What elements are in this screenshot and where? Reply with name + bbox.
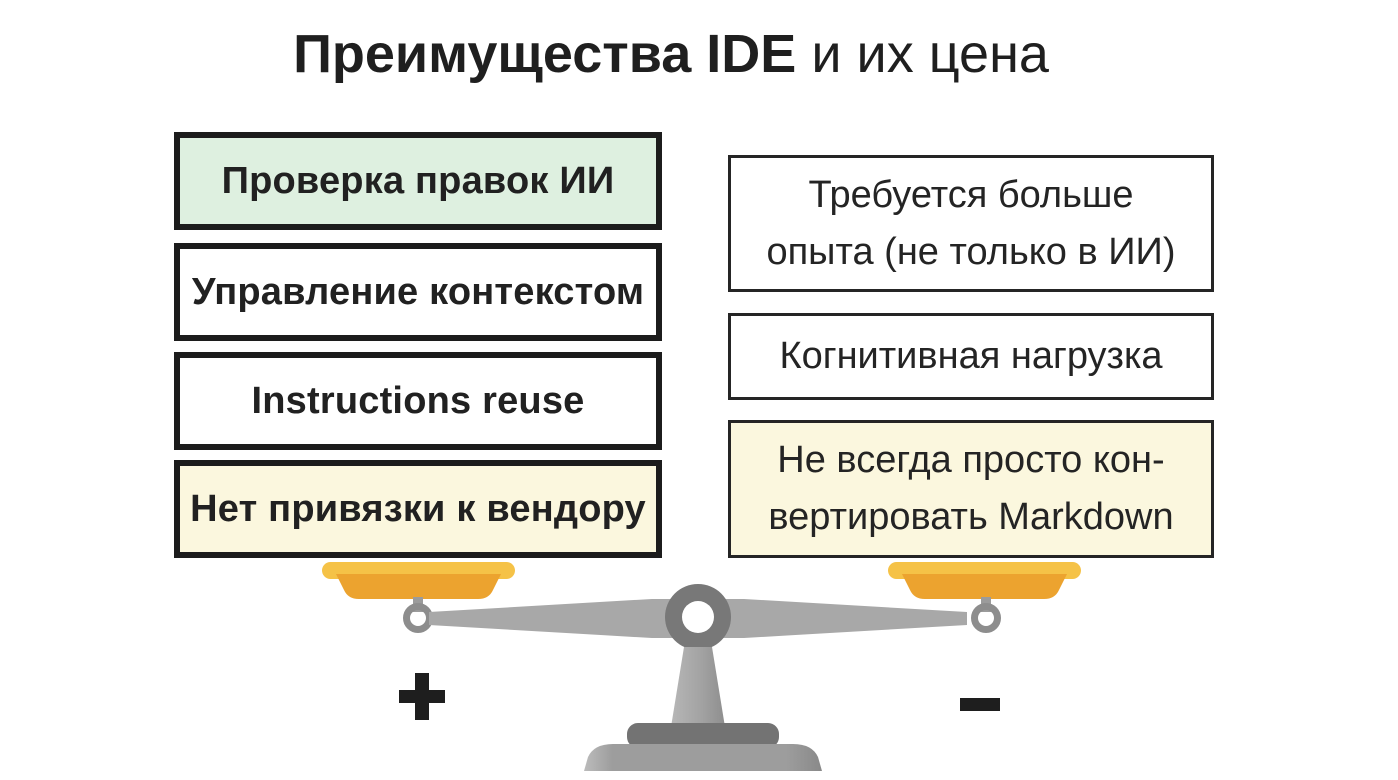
cons-card-more-experience: Требуется больше опыта (не только в ИИ) (728, 155, 1214, 292)
plus-icon (399, 673, 445, 720)
left-pan (322, 562, 515, 633)
stand-base-top (627, 723, 779, 748)
pros-card-label: Управление контекстом (191, 270, 645, 313)
pros-card-label: Нет привязки к вендору (190, 487, 646, 530)
page-title-emphasis: Преимущества IDE (293, 24, 797, 84)
scale-beam (429, 599, 967, 638)
pros-card-no-vendor-lock: Нет привязки к вендору (174, 460, 662, 558)
pros-card-instructions-reuse: Instructions reuse (174, 352, 662, 450)
pros-card-ai-edits-review: Проверка правок ИИ (174, 132, 662, 230)
right-pan (888, 562, 1081, 633)
cons-card-label: Требуется больше опыта (не только в ИИ) (766, 173, 1176, 273)
stand-column (671, 647, 725, 727)
cons-card-markdown-conversion: Не всегда просто кон- вертировать Markdo… (728, 420, 1214, 558)
page-title-rest: и их цена (811, 24, 1049, 84)
stand-base-bottom (584, 744, 822, 771)
pros-card-label: Проверка правок ИИ (221, 159, 615, 202)
cons-card-cognitive-load: Когнитивная нагрузка (728, 313, 1214, 400)
cons-card-label: Когнитивная нагрузка (779, 335, 1163, 377)
pros-card-label: Instructions reuse (251, 379, 585, 422)
minus-icon (960, 698, 1000, 711)
pivot-hub (665, 584, 731, 650)
cons-card-label: Не всегда просто кон- вертировать Markdo… (768, 439, 1174, 538)
pros-card-context-management: Управление контекстом (174, 243, 662, 341)
